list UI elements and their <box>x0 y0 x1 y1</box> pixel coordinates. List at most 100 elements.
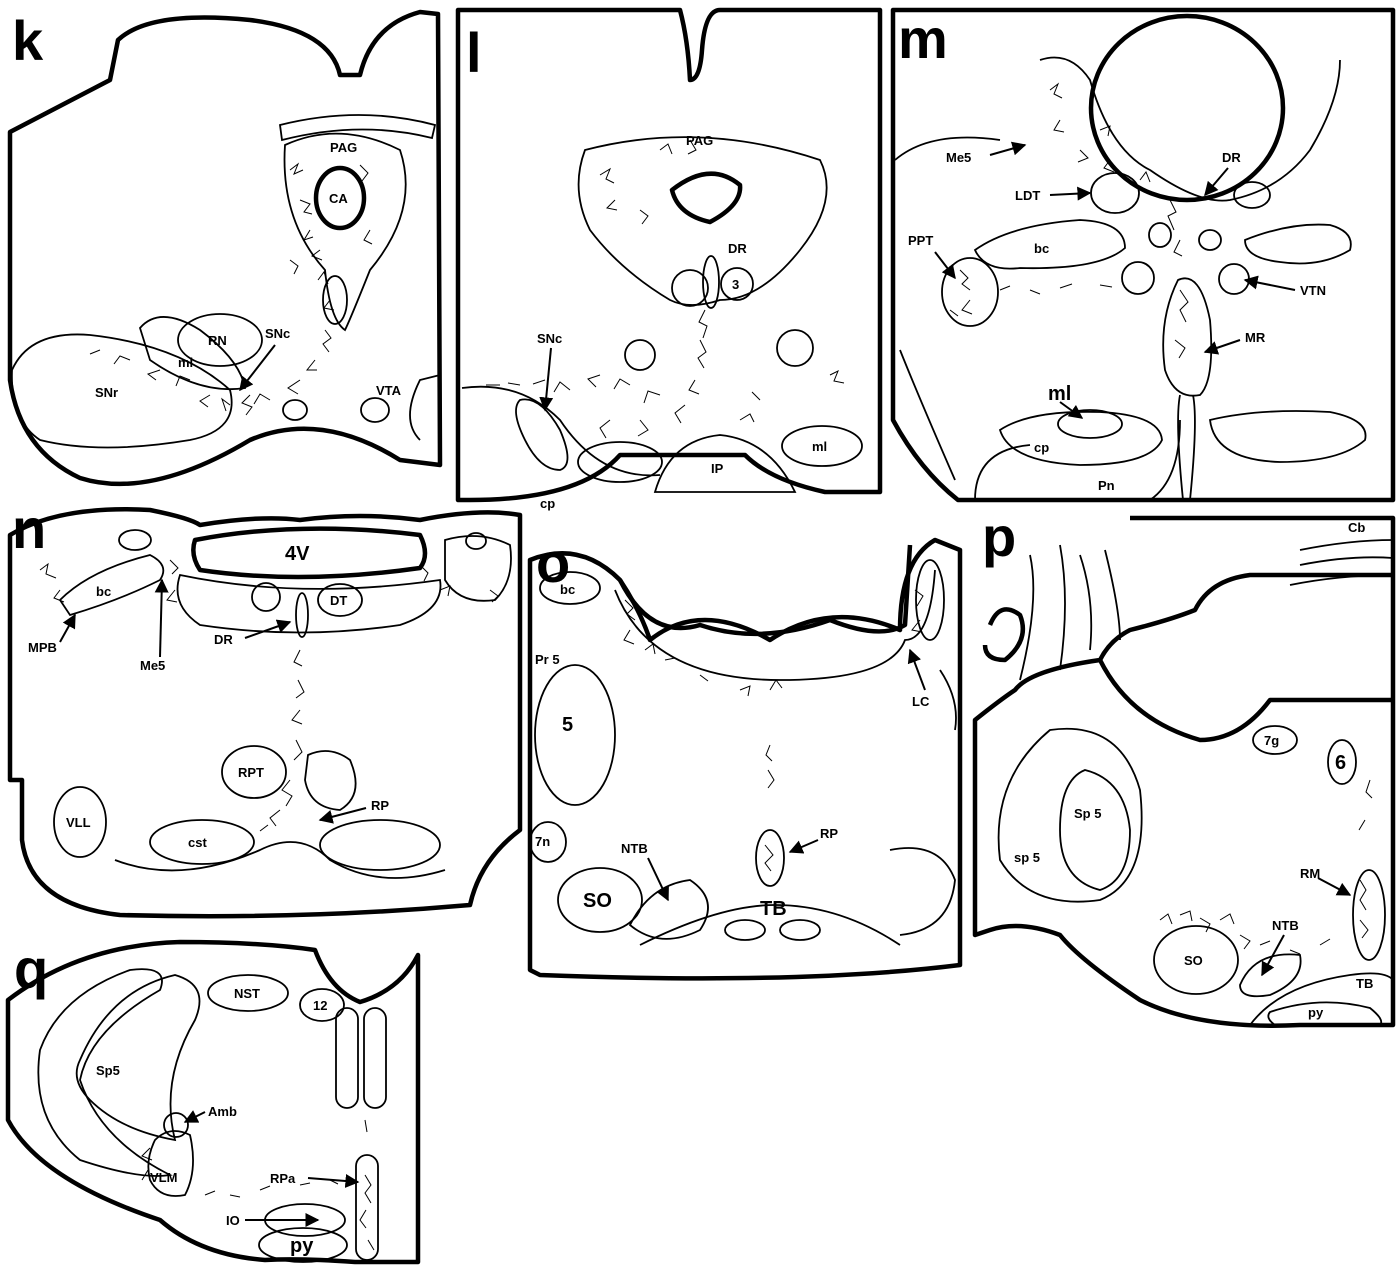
panel-p-arrow-RM <box>1318 878 1350 895</box>
panel-l-label-ml: ml <box>812 439 827 454</box>
panel-n-label-DR: DR <box>214 632 233 647</box>
panel-l-letter: l <box>466 21 482 84</box>
panel-o-tb-left <box>725 920 765 940</box>
panel-n-label-RPT: RPT <box>238 765 264 780</box>
panel-m-label-MR: MR <box>1245 330 1266 345</box>
panel-p-label-SO: SO <box>1184 953 1203 968</box>
panel-p-fibers <box>1160 780 1372 954</box>
panel-p-label-NTB: NTB <box>1272 918 1299 933</box>
panel-l-fibers <box>486 140 844 438</box>
panel-m-arrow-Me5 <box>990 145 1025 155</box>
panel-n-label-RP: RP <box>371 798 389 813</box>
panel-m-label-cp: cp <box>1034 440 1049 455</box>
panel-n-arrow-RP <box>320 808 366 820</box>
panel-k-outline <box>10 12 440 484</box>
panel-p-label-RM: RM <box>1300 866 1320 881</box>
panel-q-arrow-Amb <box>185 1112 205 1122</box>
panel-l-circle-mid <box>625 340 655 370</box>
panel-o-label-5: 5 <box>562 714 573 736</box>
panel-l-snc <box>516 399 568 470</box>
panel-o-arrow-LC <box>910 650 925 690</box>
panel-n-small-top <box>119 530 151 550</box>
panel-o-label-SO: SO <box>583 890 612 912</box>
panel-p-fiber-bundle <box>1020 545 1120 680</box>
panel-m-cp <box>1000 412 1162 465</box>
panel-m-label-LDT: LDT <box>1015 188 1040 203</box>
panel-k-label-VTA: VTA <box>376 383 402 398</box>
panel-k-vta-circle <box>361 398 389 422</box>
panel-l-cerebral-aqueduct <box>672 174 740 222</box>
panel-m-label-DR: DR <box>1222 150 1241 165</box>
panel-n-right-oval <box>305 751 356 810</box>
panel-l-arrow-SNc <box>545 348 551 410</box>
panel-m-label-bc: bc <box>1034 241 1049 256</box>
panel-k-medial-lemniscus <box>140 317 245 389</box>
panel-p-label-sp5: sp 5 <box>1014 850 1040 865</box>
panel-m-right-oval <box>1245 225 1351 264</box>
panel-l: l PAG DR 3 SNc IP ml cp <box>458 10 880 511</box>
panel-p-cb-lines <box>1290 540 1393 585</box>
panel-q-rpa <box>356 1155 378 1260</box>
panel-n-label-cst: cst <box>188 835 207 850</box>
panel-q-label-IO: IO <box>226 1213 240 1228</box>
panel-m-side-curves <box>895 138 1000 481</box>
panel-o: o bc Pr 5 5 LC 7n NTB RP SO TB <box>530 531 960 978</box>
panel-n-label-4V: 4V <box>285 543 310 565</box>
panel-o-nucleus-5 <box>535 665 615 805</box>
panel-k: k PAG CA RN ml SNc SNr VTA <box>10 9 440 484</box>
panel-m-small-left <box>1149 223 1171 247</box>
panel-q-letter: q <box>14 937 48 1000</box>
panel-n-right-structures <box>445 536 511 601</box>
panel-p-label-Cb: Cb <box>1348 520 1365 535</box>
panel-m-large-circle <box>1091 16 1283 200</box>
panel-n-letter: n <box>12 497 46 560</box>
panel-k-label-PAG: PAG <box>330 140 357 155</box>
panel-m: m Me5 DR LDT PPT bc VTN MR ml cp Pn <box>893 7 1393 500</box>
panel-m-arrow-LDT <box>1050 193 1090 195</box>
panel-o-label-NTB: NTB <box>621 841 648 856</box>
panel-m-vtn <box>1219 264 1249 294</box>
panel-o-right-curves <box>890 670 956 935</box>
panel-q-label-NST: NST <box>234 986 260 1001</box>
panel-p-coil <box>985 609 1023 660</box>
panel-o-label-bc: bc <box>560 582 575 597</box>
panel-q-sp5-inner <box>77 975 200 1140</box>
panel-q-col-left <box>336 1008 358 1108</box>
panel-k-pag-region <box>285 134 406 330</box>
panel-n-cst-right <box>320 820 440 870</box>
panel-l-label-DR: DR <box>728 241 747 256</box>
panel-p-py <box>1268 1002 1381 1025</box>
panel-l-label-3: 3 <box>732 277 739 292</box>
panel-p-label-7g: 7g <box>1264 733 1279 748</box>
panel-p-rm <box>1353 870 1385 960</box>
panel-l-dr-column <box>703 256 719 308</box>
panel-m-outline <box>893 10 1393 500</box>
panel-q-label-Sp5: Sp5 <box>96 1063 120 1078</box>
panel-o-arrow-NTB <box>648 858 668 900</box>
panel-k-label-CA: CA <box>329 191 348 206</box>
panel-n-bc <box>60 555 163 615</box>
panel-k-lateral-edge <box>410 375 440 440</box>
panel-n-arrow-MPB <box>60 615 75 642</box>
panel-o-label-LC: LC <box>912 694 930 709</box>
panel-o-ntb <box>630 880 708 939</box>
panel-n-dorsal-floor <box>178 575 441 633</box>
panel-n-ventral-curve <box>115 842 445 878</box>
panel-m-me5-region <box>1040 58 1340 201</box>
panel-m-label-VTN: VTN <box>1300 283 1326 298</box>
panel-o-arrow-RP <box>790 840 818 852</box>
panel-m-center-circle <box>1122 262 1154 294</box>
panel-m-ppt <box>942 258 998 326</box>
panel-o-label-Pr5: Pr 5 <box>535 652 560 667</box>
panel-n: n 4V bc DT DR MPB Me5 RPT RP VLL cst <box>10 497 520 916</box>
panel-k-label-ml: ml <box>178 355 193 370</box>
panel-l-label-SNc: SNc <box>537 331 562 346</box>
panel-p-label-TB: TB <box>1356 976 1373 991</box>
panel-m-label-Pn: Pn <box>1098 478 1115 493</box>
panel-m-arrow-MR <box>1205 340 1240 352</box>
panel-m-bc <box>975 220 1125 269</box>
panel-m-small-right <box>1199 230 1221 250</box>
panel-k-label-SNr: SNr <box>95 385 118 400</box>
panel-n-fibers <box>40 560 498 831</box>
